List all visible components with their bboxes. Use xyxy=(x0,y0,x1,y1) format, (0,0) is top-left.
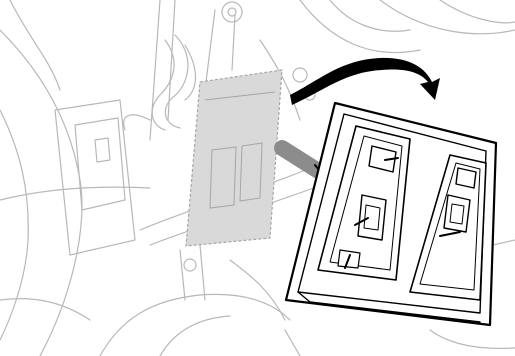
lower-right-part xyxy=(429,329,515,349)
left-panel-curve xyxy=(0,109,29,341)
gray-cable-bundle xyxy=(123,114,151,131)
module-tray-lip xyxy=(297,291,481,323)
round-fitting xyxy=(221,1,243,23)
left-bracket xyxy=(74,117,126,211)
left-bracket xyxy=(94,137,111,163)
module-connector-right xyxy=(409,154,487,301)
gray-cable-bundle xyxy=(184,44,197,101)
left-bracket xyxy=(54,99,136,256)
upper-arc xyxy=(439,0,515,24)
pillar-line xyxy=(204,9,216,91)
pillar-line xyxy=(149,0,161,141)
floor-line xyxy=(159,315,231,356)
floor-line xyxy=(179,249,186,301)
floor-line xyxy=(0,298,91,321)
harness-wire xyxy=(384,157,399,161)
ghost-module-rib xyxy=(204,91,276,101)
module-tray-inner xyxy=(297,113,487,314)
left-panel-curve xyxy=(9,0,61,91)
harness-wire xyxy=(439,231,461,237)
relocation-arrow xyxy=(290,57,440,105)
floor-line xyxy=(99,293,291,356)
harness-wire xyxy=(354,217,369,226)
upper-arc xyxy=(299,0,421,54)
left-panel-curve xyxy=(0,29,83,356)
harness-wire xyxy=(344,254,351,269)
gray-cable-bundle xyxy=(151,39,175,131)
ghost-module-connector xyxy=(209,146,237,209)
upper-arc xyxy=(329,0,411,32)
round-fitting xyxy=(227,7,237,17)
upper-arc xyxy=(259,39,301,121)
floor-line xyxy=(199,244,206,301)
arrow-shaft xyxy=(290,57,440,105)
bolt xyxy=(292,67,308,83)
ghost-module-connector xyxy=(239,142,263,202)
harness-sheath xyxy=(274,140,328,180)
pillar-line xyxy=(231,14,236,71)
lower-right-part xyxy=(284,329,301,356)
gray-cable-bundle xyxy=(164,34,189,129)
pillar-line xyxy=(167,0,176,121)
harness-wire-overlay xyxy=(344,157,461,269)
floor-line xyxy=(229,259,286,321)
bolt xyxy=(183,258,197,272)
module-connector-left xyxy=(317,125,411,281)
relocated-module xyxy=(284,101,498,327)
upper-arc xyxy=(379,0,515,35)
diagonal-member xyxy=(0,186,151,201)
ghost-module-original-position xyxy=(185,69,283,247)
